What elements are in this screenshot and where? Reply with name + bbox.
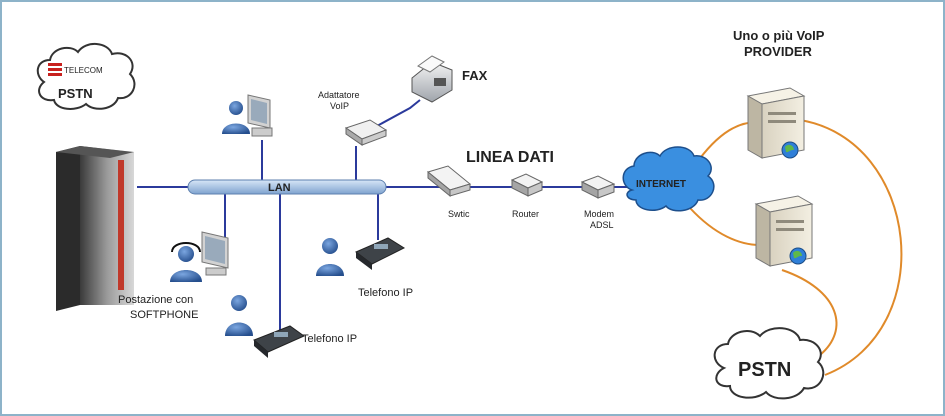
fax-label: FAX [462, 68, 488, 83]
softphone-label-line1: Postazione con [118, 294, 193, 306]
lan-bus: LAN [187, 179, 387, 195]
adapter-label-line1: Adattatore [318, 90, 360, 100]
lan-label: LAN [268, 182, 291, 194]
provider-label-line2: PROVIDER [744, 44, 813, 59]
softphone-workstation-icon [201, 231, 229, 276]
router-label: Router [512, 209, 539, 219]
router-icon [510, 173, 544, 197]
ip-phone-user-icon-right [316, 238, 344, 276]
softphone-label-line2: SOFTPHONE [130, 309, 198, 321]
switch-icon [426, 165, 472, 198]
provider-label-line1: Uno o più VoIP [733, 28, 825, 43]
modem-label-line2: ADSL [590, 220, 614, 230]
provider-server-icon-top [746, 87, 806, 159]
pstn-cloud-bottom: PSTN [713, 327, 825, 400]
internet-cloud: INTERNET [622, 146, 715, 212]
internet-label: INTERNET [636, 179, 686, 190]
switch-label: Swtic [448, 209, 470, 219]
fax-icon [411, 55, 453, 103]
provider-server-icon-bottom [754, 195, 814, 267]
ip-phone-user-icon-bottom [225, 295, 253, 336]
linea-dati-label: LINEA DATI [466, 149, 554, 166]
pstn-cloud-top: TELECOM PSTN [36, 43, 136, 110]
modem-icon [580, 175, 616, 199]
telecom-logo: TELECOM [48, 63, 103, 76]
ip-phone-label-bottom: Telefono IP [302, 333, 357, 345]
pstn-bottom-label: PSTN [738, 359, 791, 381]
pbx-server-icon [56, 146, 134, 311]
ip-phone-label-right: Telefono IP [358, 287, 413, 299]
provider-links [689, 119, 903, 376]
ip-phone-icon-right [355, 237, 406, 270]
telecom-logo-text: TELECOM [64, 66, 103, 75]
adapter-label-line2: VoIP [330, 101, 349, 111]
workstation-icon-top [247, 94, 273, 137]
ip-phone-icon-bottom [253, 325, 306, 358]
user-icon-top [222, 101, 250, 134]
pstn-top-label: PSTN [58, 86, 93, 101]
voip-adapter-icon [344, 119, 388, 146]
modem-label-line1: Modem [584, 209, 614, 219]
softphone-user-icon [170, 242, 202, 282]
